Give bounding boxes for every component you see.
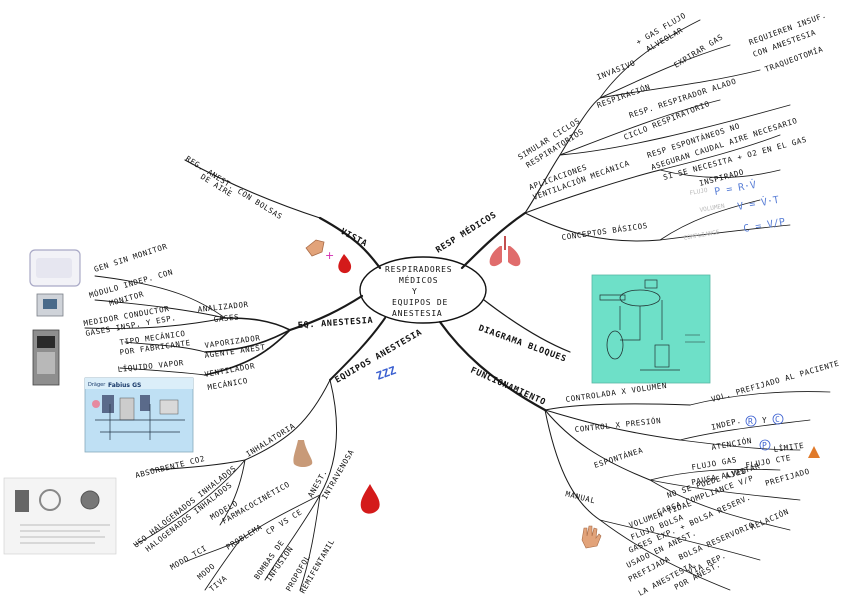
center-title-line5: ANESTESIA: [392, 309, 443, 318]
p-circle: [759, 439, 771, 451]
vista-reg-anest: REG. ANEST. CON BOLSAS: [184, 154, 284, 221]
func-vol-prefijado: VOL. PREFIJADO AL PACIENTE: [710, 359, 840, 404]
formula-volumen-label: VOLUMEN: [699, 203, 725, 214]
eq-analizador-gases: ANALIZADOR: [197, 300, 249, 314]
func-manual: MANUAL: [565, 489, 597, 505]
equipment-vaporizer-image: [36, 293, 64, 317]
fabius-brand: Dräger: [88, 382, 106, 388]
plus-icon: +: [325, 249, 334, 262]
func-atencion: ATENCIÓN: [711, 436, 753, 452]
eq-gen-sin-monitor: GEN SIN MONITOR: [93, 242, 169, 274]
lungs-icon: [489, 236, 521, 267]
nose-icon: [293, 440, 313, 467]
modo-tiva: MODO: [196, 561, 217, 581]
equipment-ventilator-image: [32, 329, 60, 386]
branch-vista: VISTA: [339, 227, 369, 249]
warning-icon: [808, 446, 820, 458]
eq-anestesia-branches: [84, 275, 291, 376]
fabius-diagram-image: Dräger Fabius GS: [84, 377, 194, 453]
fabius-label: Fabius GS: [108, 382, 141, 389]
eq-ventilador: VENTILADOR: [204, 361, 256, 379]
formula-volumen: V = V̇·T: [736, 193, 780, 213]
c-circle: [772, 413, 784, 425]
func-controlada-volumen: CONTROLADA X VOLUMEN: [565, 381, 668, 404]
func-c-letter: C: [775, 415, 780, 424]
center-title-line3: Y: [412, 287, 418, 296]
func-r-letter: R: [748, 417, 753, 426]
equipment-monitor-image: [29, 249, 81, 287]
center-title-line1: RESPIRADORES: [385, 265, 452, 274]
branch-resp-medicos: RESP MÉDICOS: [433, 208, 499, 255]
branch-funcionamiento: FUNCIONAMIENTO: [469, 366, 547, 408]
func-control-presion: CONTROL X PRESIÓN: [574, 416, 661, 434]
cp-ce: CP VS CE: [264, 507, 303, 536]
hand-icon: [305, 239, 325, 257]
blood-drop-icon: [338, 254, 352, 274]
funcionamiento-branches: [544, 391, 831, 591]
formula-flujo-label: FLUJO: [689, 187, 708, 197]
formula-compliance: C = V/P: [743, 217, 786, 235]
modo-tci: MODO TCI: [169, 543, 209, 571]
block-diagram-image: [591, 274, 711, 384]
inhalatoria: INHALATORIA: [244, 421, 296, 458]
zzz-icon: ZZZ: [375, 364, 398, 383]
problema: PROBLEMA: [224, 522, 263, 551]
resp-medicos-branches: [524, 19, 791, 242]
formula-compliance-label: COMPLIANCE: [683, 229, 720, 242]
main-branches: [288, 211, 571, 412]
anesthesia-machine-photo: [3, 477, 117, 555]
center-title-line2: MÉDICOS: [399, 274, 438, 285]
equipos-anestesia-branches: [134, 379, 338, 591]
func-y: Y: [762, 416, 767, 425]
modo-tiva-2: TIVA: [208, 573, 229, 593]
func-p-letter: P: [762, 441, 767, 450]
func-limite: LÍMITE: [773, 441, 805, 454]
center-node: [359, 256, 487, 324]
hand-icon-2: [581, 525, 602, 549]
branch-eq-anestesia: EQ. ANESTESIA: [298, 316, 374, 331]
center-title-line4: EQUIPOS DE: [392, 298, 448, 307]
branch-diagrama-bloques: DIAGRAMA BLOQUES: [477, 323, 568, 364]
blood-drop-icon-2: [360, 484, 380, 514]
resp-expirar-gas: EXPIRAR GAS: [672, 32, 724, 69]
eq-ventilador-2: MECÁNICO: [207, 376, 249, 392]
eq-analizador-gases-2: GASES: [213, 312, 239, 324]
r-circle: [745, 415, 757, 427]
